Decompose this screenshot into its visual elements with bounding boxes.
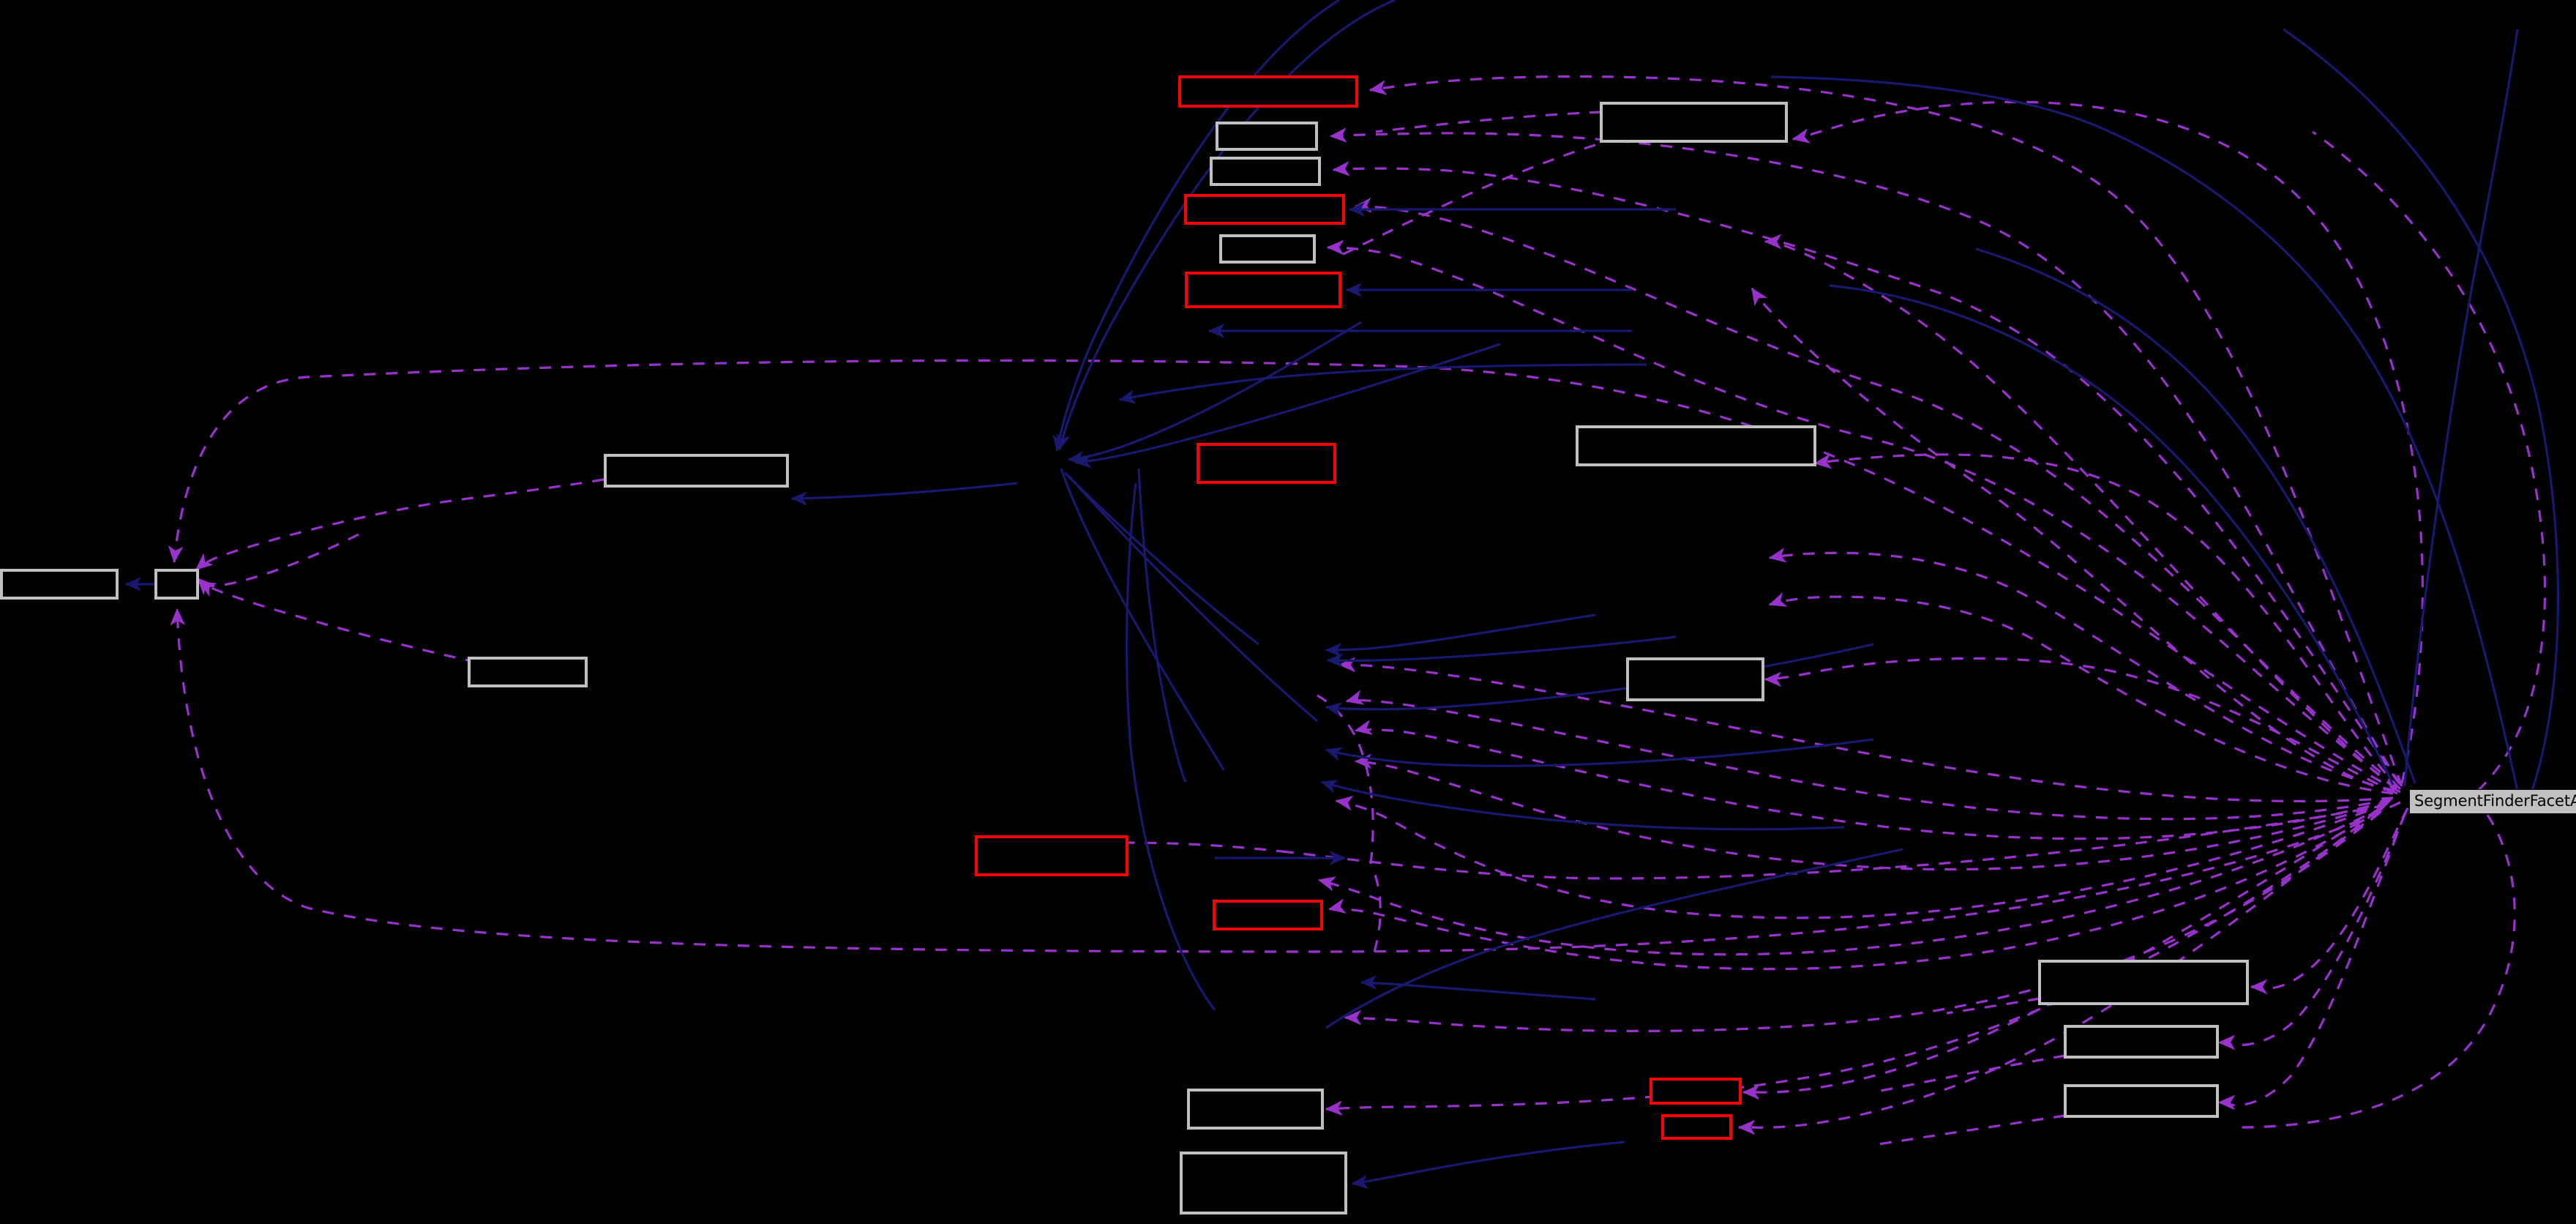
graph-node-n2[interactable] <box>604 454 789 488</box>
graph-node-n21[interactable] <box>2064 1025 2219 1059</box>
graph-node-n20[interactable] <box>2038 960 2249 1005</box>
graph-node-n19[interactable] <box>1661 1114 1732 1140</box>
graph-node-n16[interactable] <box>1576 425 1816 466</box>
graph-node-n0[interactable] <box>0 569 119 600</box>
graph-node-n9[interactable] <box>1184 194 1345 225</box>
graph-node-n11[interactable] <box>1185 272 1341 308</box>
graph-node-n12[interactable] <box>1197 443 1336 484</box>
target-node-segmentfinderfacetautomaton[interactable]: SegmentFinderFacetAutomaton <box>2409 789 2576 814</box>
graph-node-n4[interactable] <box>975 835 1128 876</box>
graph-node-n6[interactable] <box>1178 75 1358 108</box>
graph-node-n14[interactable] <box>1180 1152 1347 1214</box>
graph-node-n3[interactable] <box>468 657 588 687</box>
graph-node-n10[interactable] <box>1219 234 1316 264</box>
solid-edge-group <box>124 0 2560 1190</box>
graph-node-n18[interactable] <box>1650 1078 1742 1105</box>
graph-node-n5[interactable] <box>1213 900 1323 930</box>
graph-node-n1[interactable] <box>154 569 199 600</box>
graph-node-n13[interactable] <box>1187 1089 1324 1130</box>
graph-node-n7[interactable] <box>1216 122 1318 151</box>
dashed-edge-group <box>168 75 2547 1146</box>
graph-node-n15[interactable] <box>1600 102 1788 143</box>
graph-node-n8[interactable] <box>1210 157 1321 186</box>
graph-node-n22[interactable] <box>2064 1084 2219 1118</box>
graph-node-n17[interactable] <box>1626 657 1764 701</box>
